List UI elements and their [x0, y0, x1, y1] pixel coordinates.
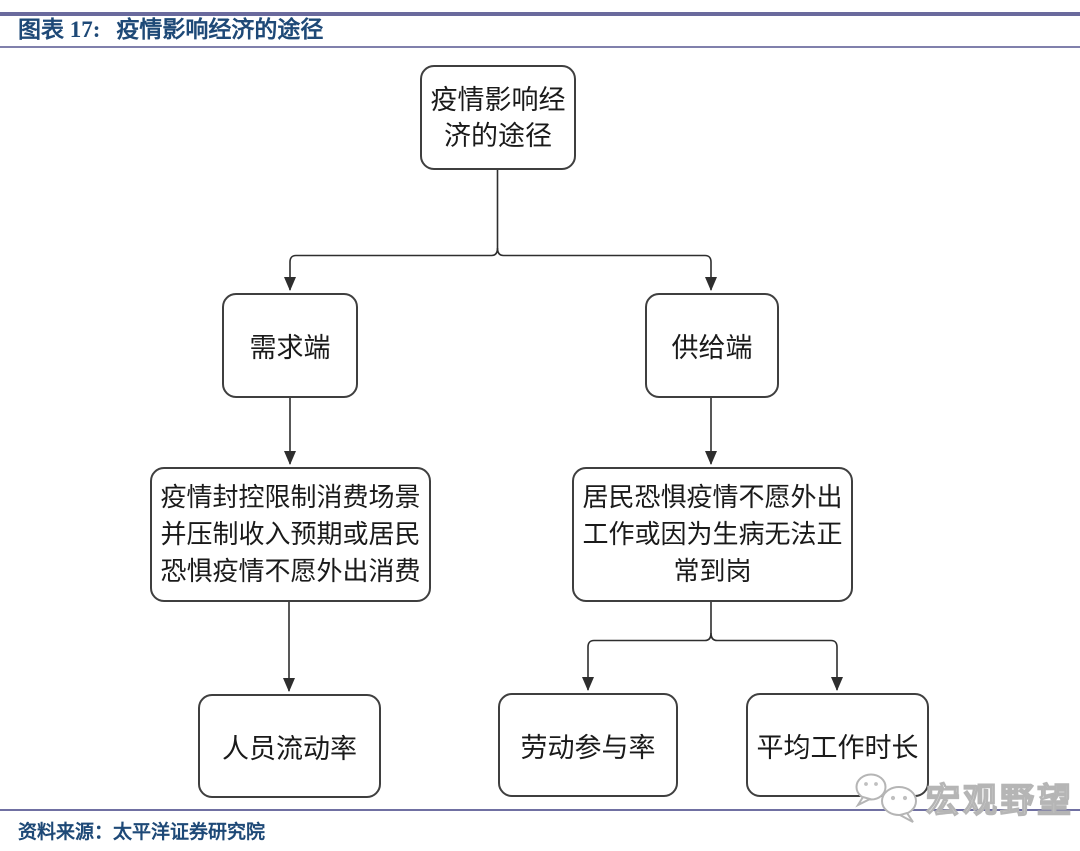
- watermark: 宏观野望: [850, 770, 1074, 824]
- node-demand-channel: 疫情封控限制消费场景并压制收入预期或居民恐惧疫情不愿外出消费: [150, 467, 431, 602]
- wechat-icon: [855, 773, 917, 823]
- edge-root-demand: [284, 170, 499, 291]
- node-demand-side: 需求端: [222, 293, 358, 398]
- edge-channel-hours: [710, 632, 843, 691]
- footer-rule: [0, 809, 1080, 811]
- title-underline-rule: [0, 46, 1080, 48]
- node-supply-channel: 居民恐惧疫情不愿外出工作或因为生病无法正常到岗: [572, 467, 853, 602]
- node-demand-indicator: 人员流动率: [198, 694, 381, 798]
- edge-root-supply: [496, 247, 717, 291]
- edge-channel-participation: [582, 602, 712, 691]
- node-supply-indicator-2: 平均工作时长: [746, 693, 929, 797]
- source-line: 资料来源：太平洋证券研究院: [18, 822, 266, 843]
- top-rule: [0, 12, 1080, 16]
- figure-title: 疫情影响经济的途径: [116, 17, 324, 42]
- node-supply-side: 供给端: [645, 293, 779, 398]
- figure-header: 图表 17: 疫情影响经济的途径: [18, 16, 323, 44]
- node-root: 疫情影响经济的途径: [420, 65, 576, 170]
- node-supply-indicator-1: 劳动参与率: [498, 693, 678, 797]
- watermark-text: 宏观野望: [925, 781, 1074, 820]
- figure-label: 图表 17:: [18, 17, 101, 42]
